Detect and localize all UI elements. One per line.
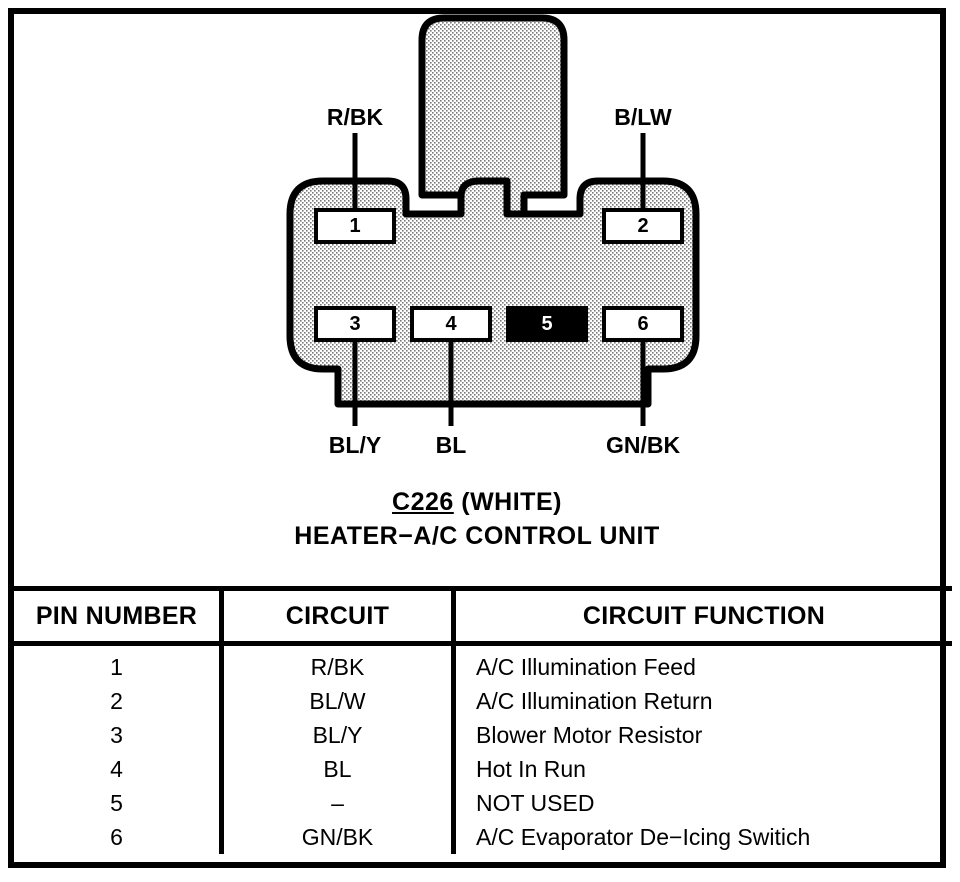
cell-pin-number: 3: [14, 718, 224, 752]
connector-body-graphic: [286, 14, 700, 426]
cell-pin-number: 2: [14, 684, 224, 718]
cell-circuit-function: Blower Motor Resistor: [476, 721, 703, 748]
cell-circuit-function: Hot In Run: [476, 755, 586, 782]
cell-circuit: R/BK: [221, 643, 456, 684]
wire-label-b-lw: B/LW: [614, 104, 672, 130]
caption-line-id: C226 (WHITE): [14, 488, 940, 517]
cell-circuit: BL: [221, 752, 456, 786]
connector-color-label: (WHITE): [461, 488, 562, 516]
cell-circuit-function: A/C Illumination Feed: [476, 653, 696, 680]
pin-cavity-2[interactable]: 2: [602, 208, 684, 244]
wire-label-r-bk: R/BK: [326, 104, 384, 130]
cell-circuit: BL/Y: [221, 718, 456, 752]
pin-table-head: PIN NUMBER CIRCUIT CIRCUIT FUNCTION: [14, 586, 952, 646]
cell-pin-number: 1: [14, 643, 224, 684]
connector-name-label: HEATER−A/C CONTROL UNIT: [294, 522, 660, 550]
connector-keyway-tab: [418, 14, 568, 218]
wire-label-bl: BL: [435, 432, 467, 458]
pin-assignment-table: PIN NUMBER CIRCUIT CIRCUIT FUNCTION 1 R/…: [14, 586, 952, 868]
connector-id-label: C226: [392, 488, 454, 516]
pin-cavity-3[interactable]: 3: [314, 306, 396, 342]
column-header-pin-number: PIN NUMBER: [14, 586, 224, 646]
table-row: 5 – NOT USED: [14, 786, 952, 820]
cell-circuit-function: NOT USED: [476, 789, 595, 816]
cell-circuit-function: A/C Evaporator De−Icing Switich: [476, 823, 811, 850]
pin-cavity-1[interactable]: 1: [314, 208, 396, 244]
connector-caption: C226 (WHITE) HEATER−A/C CONTROL UNIT: [14, 488, 940, 551]
table-header-row: PIN NUMBER CIRCUIT CIRCUIT FUNCTION: [14, 586, 952, 646]
column-header-circuit: CIRCUIT: [221, 586, 456, 646]
wire-label-gn-bk: GN/BK: [605, 432, 681, 458]
cell-pin-number: 5: [14, 786, 224, 820]
page-border: [8, 8, 946, 868]
pin-cavity-4[interactable]: 4: [410, 306, 492, 342]
cell-circuit: –: [221, 786, 456, 820]
cell-circuit: BL/W: [221, 684, 456, 718]
table-row: 4 BL Hot In Run: [14, 752, 952, 786]
pin-cavity-6[interactable]: 6: [602, 306, 684, 342]
cell-pin-number: 6: [14, 820, 224, 854]
pin-cavity-5-unused[interactable]: 5: [506, 306, 588, 342]
cell-circuit-function: A/C Illumination Return: [476, 687, 713, 714]
table-row: 3 BL/Y Blower Motor Resistor: [14, 718, 952, 752]
table-row: 6 GN/BK A/C Evaporator De−Icing Switich: [14, 820, 952, 854]
wire-label-bl-y: BL/Y: [328, 432, 382, 458]
cell-circuit: GN/BK: [221, 820, 456, 854]
cell-pin-number: 4: [14, 752, 224, 786]
column-header-circuit-function: CIRCUIT FUNCTION: [453, 586, 952, 646]
connector-diagram: R/BK B/LW BL/Y BL GN/BK 1 2 3 4 5 6 C226…: [14, 14, 940, 580]
pin-table-body: 1 R/BK A/C Illumination Feed 2 BL/W A/C …: [14, 643, 952, 854]
table-row: 1 R/BK A/C Illumination Feed: [14, 643, 952, 684]
pin-table-grid: PIN NUMBER CIRCUIT CIRCUIT FUNCTION 1 R/…: [14, 586, 952, 854]
table-row: 2 BL/W A/C Illumination Return: [14, 684, 952, 718]
